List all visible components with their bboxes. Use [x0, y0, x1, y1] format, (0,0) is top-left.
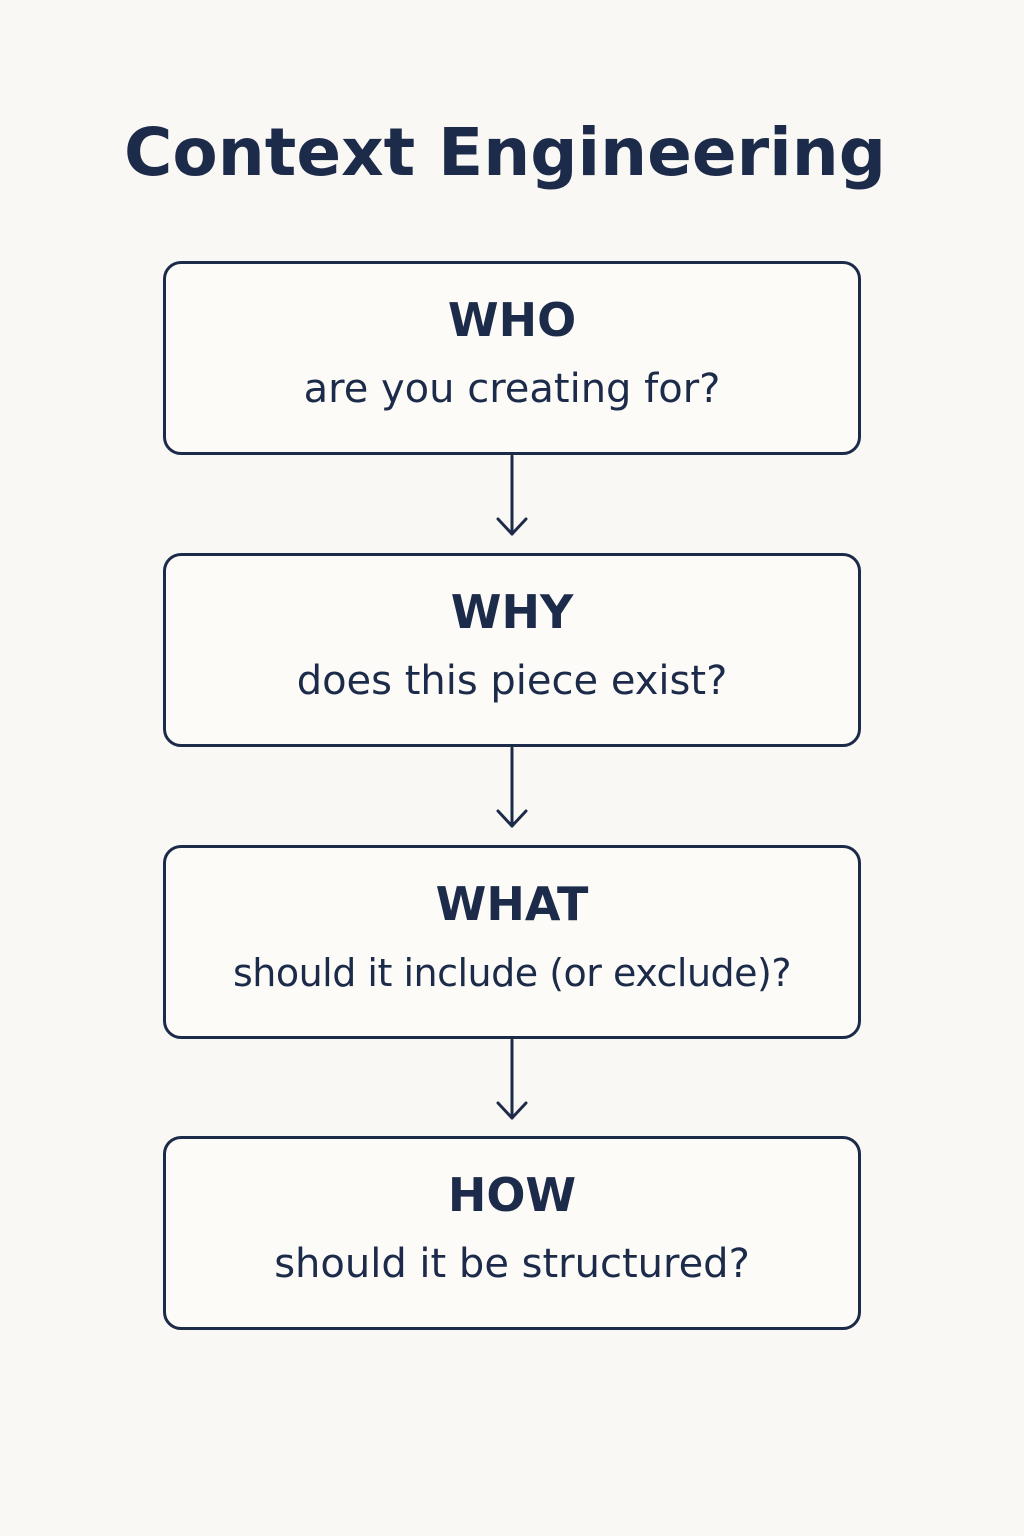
step-question-who: are you creating for? [303, 366, 721, 412]
step-question-what: should it include (or exclude)? [232, 951, 792, 995]
step-box-how: HOW should it be structured? [163, 1136, 861, 1330]
step-box-who: WHO are you creating for? [163, 261, 861, 455]
step-box-why: WHY does this piece exist? [163, 553, 861, 747]
step-question-why: does this piece exist? [296, 658, 728, 704]
step-question-how: should it be structured? [274, 1241, 750, 1287]
step-heading-why: WHY [450, 585, 574, 639]
down-arrow-icon [496, 1038, 528, 1120]
down-arrow-icon [496, 454, 528, 536]
step-heading-what: WHAT [435, 877, 589, 931]
down-arrow-icon [496, 746, 528, 828]
step-heading-who: WHO [447, 293, 577, 347]
step-heading-how: HOW [447, 1168, 577, 1222]
diagram-title: Context Engineering [124, 114, 887, 191]
step-box-what: WHAT should it include (or exclude)? [163, 845, 861, 1039]
